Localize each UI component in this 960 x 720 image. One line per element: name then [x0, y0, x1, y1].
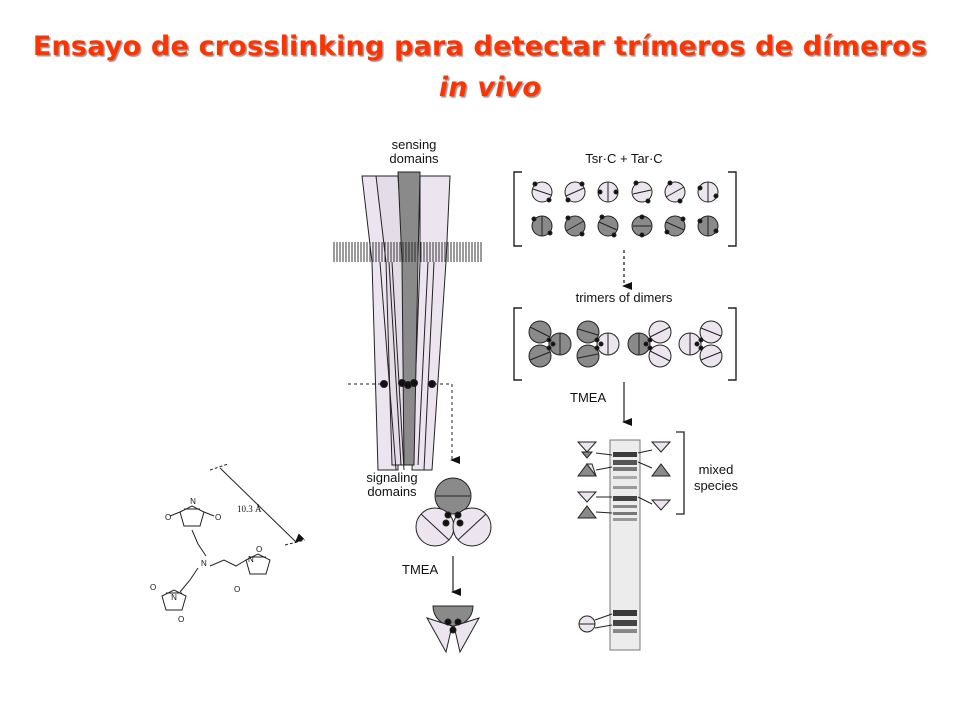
tmea-label-left: TMEA: [402, 562, 438, 577]
trimers-label: trimers of dimers: [576, 290, 673, 305]
signaling-trimer: signaling domains TMEA: [366, 470, 492, 654]
signaling-domains-label-2: domains: [367, 484, 417, 499]
slide-title: Ensayo de crosslinking para detectar trí…: [32, 31, 928, 62]
tmea-label-right: TMEA: [570, 390, 606, 405]
atom-o-top-left: O: [165, 513, 171, 522]
receptor-bundle: sensing domains: [333, 137, 482, 471]
trimers-panel: trimers of dimers TMEA: [513, 290, 737, 426]
slide-title-italic: in vivo: [438, 72, 542, 103]
atom-n-center: N: [201, 559, 207, 568]
atom-n-right: N: [248, 555, 254, 564]
tmea-structure: N O O N N O O N O O 10.3 Å: [150, 463, 306, 624]
atom-n-left: N: [171, 593, 177, 602]
distance-label: 10.3 Å: [237, 504, 262, 514]
membrane: [333, 242, 482, 262]
gel-bands: [613, 452, 637, 633]
sensing-domains-label-2: domains: [389, 151, 439, 166]
mixed-species-label: mixed: [699, 462, 734, 477]
gel-right-markers: [637, 441, 672, 511]
atom-n-top: N: [190, 497, 196, 506]
gel-panel: mixed species: [576, 431, 739, 651]
tar-row: [531, 214, 719, 238]
signaling-domains-label: signaling: [366, 470, 417, 485]
atom-o-right-1: O: [256, 545, 262, 554]
tsr-row: [531, 180, 719, 204]
mixed-species-label-2: species: [694, 478, 739, 493]
receptors-label: Tsr·C + Tar·C: [585, 151, 662, 166]
atom-o-left-1: O: [150, 583, 156, 592]
atom-o-top-right: O: [215, 513, 221, 522]
atom-o-left-2: O: [178, 615, 184, 624]
sensing-domains-label: sensing: [392, 137, 437, 152]
atom-o-right-2: O: [234, 585, 240, 594]
receptor-panel: Tsr·C + Tar·C: [513, 151, 737, 290]
gel-left-markers: [576, 441, 613, 633]
